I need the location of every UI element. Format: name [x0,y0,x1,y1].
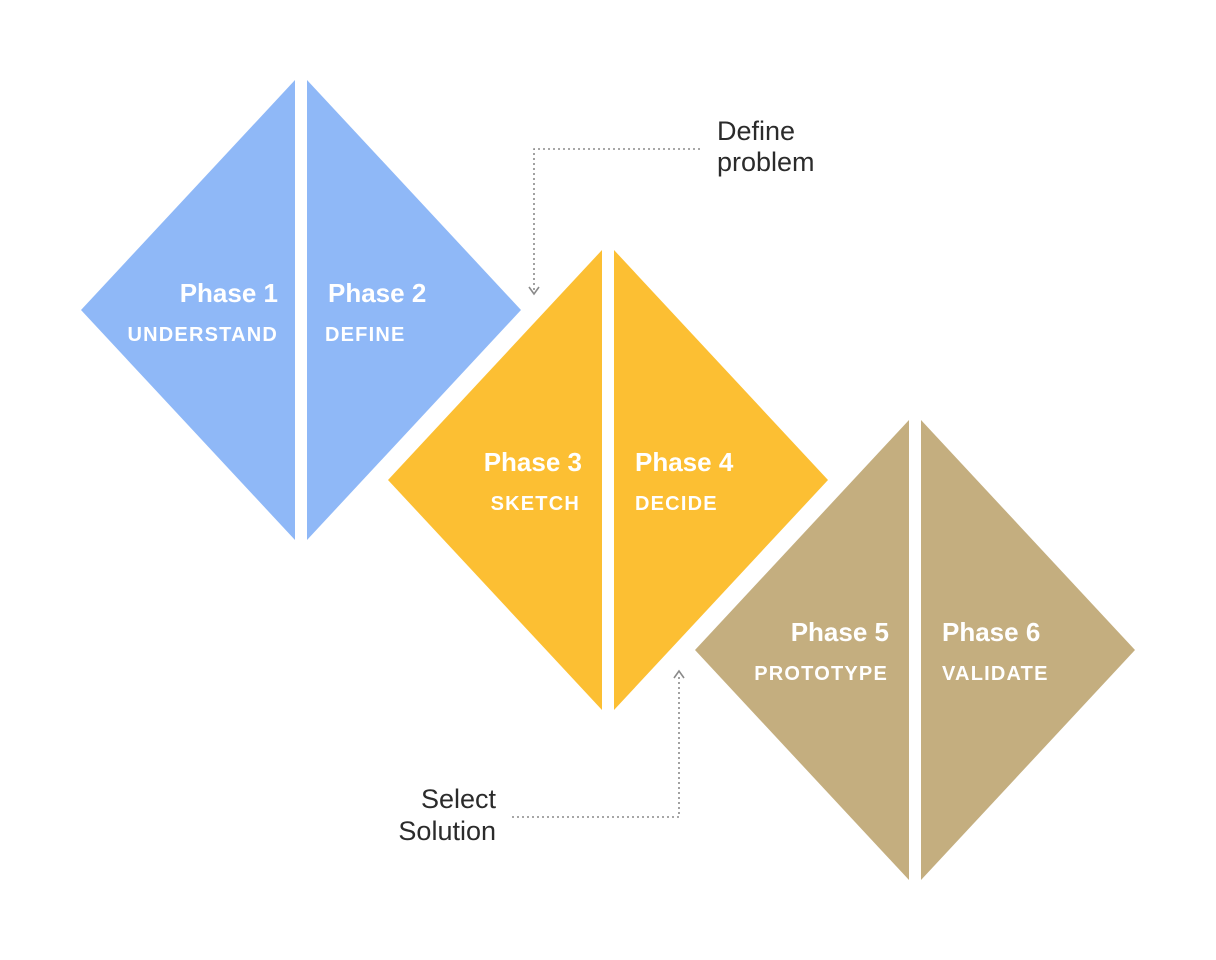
phase-1-number: Phase 1 [180,278,278,308]
phase-3-number: Phase 3 [484,447,582,477]
diamond-phases-1-2 [81,80,521,540]
phase-1-name: UNDERSTAND [127,324,278,346]
phase-4-name: DECIDE [635,493,718,515]
phase-4-number: Phase 4 [635,447,734,477]
select-solution-connector [512,674,680,818]
diamond-phases-3-4 [388,250,828,710]
phase-5-triangle [695,420,909,880]
define-problem-connector [533,148,700,292]
phase-2-number: Phase 2 [328,278,426,308]
phase-5-number: Phase 5 [791,617,889,647]
define-problem-label-line1: Define [717,116,795,146]
phase-2-name: DEFINE [325,324,406,346]
phase-6-triangle [921,420,1135,880]
select-solution-label-line1: Select [421,784,497,814]
diamond-phases-5-6 [695,420,1135,880]
define-problem-arrow-icon [528,286,540,296]
phase-6-number: Phase 6 [942,617,1040,647]
select-solution-annotation: Select Solution [398,669,685,846]
select-solution-label-line2: Solution [398,816,496,846]
phase-3-name: SKETCH [491,493,580,515]
define-problem-label-line2: problem [717,147,815,177]
phase-4-triangle [614,250,828,710]
define-problem-annotation: Define problem [528,116,815,296]
phase-2-triangle [307,80,521,540]
phase-6-name: VALIDATE [942,663,1049,685]
select-solution-arrow-icon [673,669,685,679]
phase-3-triangle [388,250,602,710]
phase-1-triangle [81,80,295,540]
phase-5-name: PROTOTYPE [754,663,888,685]
